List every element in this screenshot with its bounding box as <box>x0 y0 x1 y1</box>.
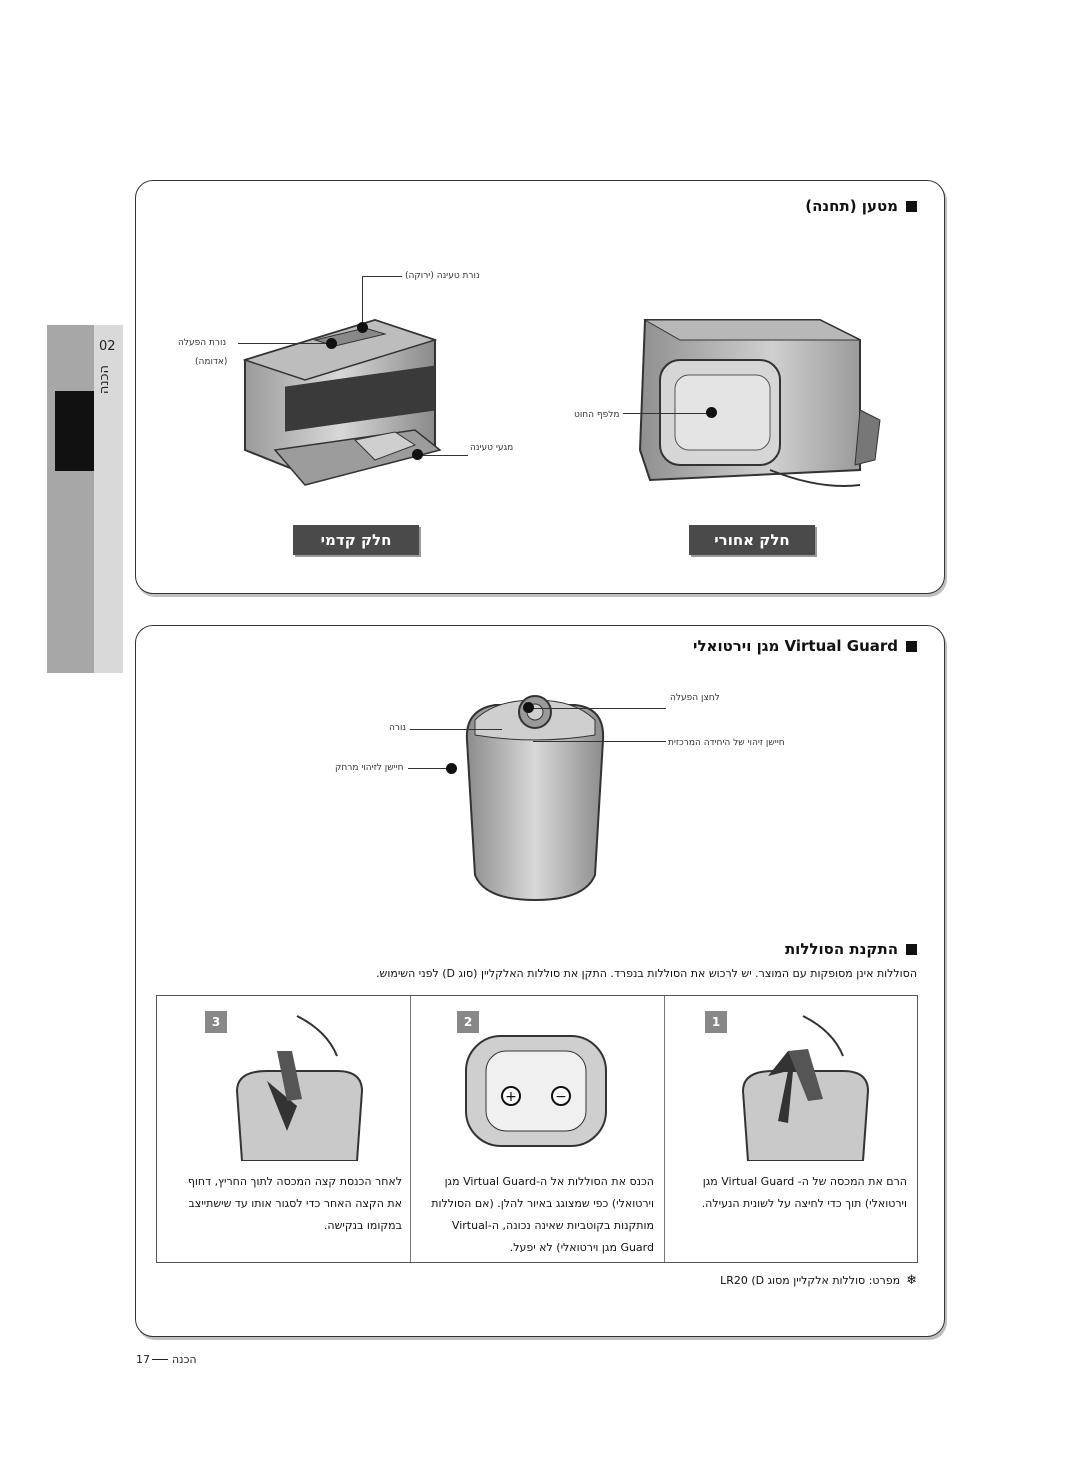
callout-charge-indicator: נורת טעינה (ירוקה) <box>405 271 480 281</box>
step-3-text: לאחר הכנסת קצה המכסה לתוך החריץ, דחוף את… <box>187 1175 402 1232</box>
bullet-square-icon <box>906 201 917 212</box>
svg-text:−: − <box>555 1089 567 1105</box>
chapter-label: הכנה <box>97 365 112 395</box>
step3-insert-lid-illustration <box>235 1015 364 1161</box>
footer-rule <box>152 1359 168 1360</box>
callout-dot <box>357 322 368 333</box>
callout-dot <box>446 763 457 774</box>
front-view-label: חלק קדמי <box>293 525 419 555</box>
page-number: 17 <box>136 1353 150 1366</box>
guard-section-title: Virtual Guard מגן וירטואלי <box>693 637 917 655</box>
snowflake-icon: ❄ <box>906 1273 917 1288</box>
station-section-title: מטען (תחנה) <box>805 197 917 215</box>
step-cell-1: 1 הרם את המכסה של ה- Virtual Guard מגן ו… <box>665 996 917 1262</box>
battery-section-title: התקנת הסוללות <box>785 940 917 958</box>
back-view-label: חלק אחורי <box>689 525 815 555</box>
step-number: 2 <box>457 1011 479 1033</box>
callout-dot <box>706 407 717 418</box>
leader-line <box>238 343 330 344</box>
step-number: 3 <box>205 1011 227 1033</box>
chapter-side-tab: הכנה 02 <box>47 325 123 673</box>
step1-lift-lid-illustration <box>741 1015 870 1161</box>
callout-obstacle-sensor: חיישן לזיהוי מרחק <box>335 763 404 773</box>
footer-label: הכנה <box>172 1353 197 1366</box>
callout-dot <box>326 338 337 349</box>
callout-direction-sensor: חיישן זיהוי של היחידה המרכזית <box>668 738 785 748</box>
callout-charging-contacts: מגעי טעינה <box>470 443 514 453</box>
station-front-illustration <box>242 318 442 486</box>
callout-dot <box>523 702 534 713</box>
step-number: 1 <box>705 1011 727 1033</box>
callout-lamp: נורה <box>389 723 407 733</box>
callout-cord-winder: מלפף החוט <box>574 410 620 420</box>
leader-line <box>408 768 448 769</box>
leader-line <box>362 276 363 324</box>
chapter-number: 02 <box>99 339 116 354</box>
step2-battery-compartment-illustration: + − <box>465 1035 607 1147</box>
tab-active-marker <box>55 391 94 471</box>
callout-dot <box>412 449 423 460</box>
step-cell-3: 3 לאחר הכנסת קצה המכסה לתוך החריץ, דחוף … <box>157 996 410 1262</box>
step-cell-2: 2 + − הכנס את הסוללות אל ה-Virtual Guard… <box>411 996 664 1262</box>
callout-power-light: נורת הפעלה <box>178 338 227 348</box>
cell-divider <box>410 996 411 1262</box>
leader-line <box>623 413 707 414</box>
virtual-guard-illustration <box>465 695 605 902</box>
svg-text:+: + <box>505 1089 517 1105</box>
leader-line <box>410 729 502 730</box>
leader-line <box>533 741 666 742</box>
step-1-text: הרם את המכסה של ה- Virtual Guard מגן ויר… <box>701 1175 907 1210</box>
leader-line <box>532 708 666 709</box>
tab-strip-dark <box>47 325 94 673</box>
callout-power-light-sub: (אדומה) <box>195 357 228 367</box>
station-back-illustration <box>638 319 881 487</box>
callout-power-button: לחצן הפעלה <box>670 693 720 703</box>
tab-strip-light <box>94 325 123 673</box>
step-2-text: הכנס את הסוללות אל ה-Virtual Guard מגן ו… <box>431 1175 654 1254</box>
page-footer: 17 הכנה <box>136 1353 197 1366</box>
bullet-square-icon <box>906 641 917 652</box>
battery-spec-note: ❄מפרט: סוללות אלקליין מסוג LR20 (D <box>720 1273 917 1288</box>
bullet-square-icon <box>906 944 917 955</box>
leader-line <box>418 455 468 456</box>
battery-intro-text: הסוללות אינן מסופקות עם המוצר. יש לרכוש … <box>376 967 917 980</box>
leader-line <box>362 276 402 277</box>
battery-steps-table: 3 לאחר הכנסת קצה המכסה לתוך החריץ, דחוף … <box>156 995 918 1263</box>
cell-divider <box>664 996 665 1262</box>
